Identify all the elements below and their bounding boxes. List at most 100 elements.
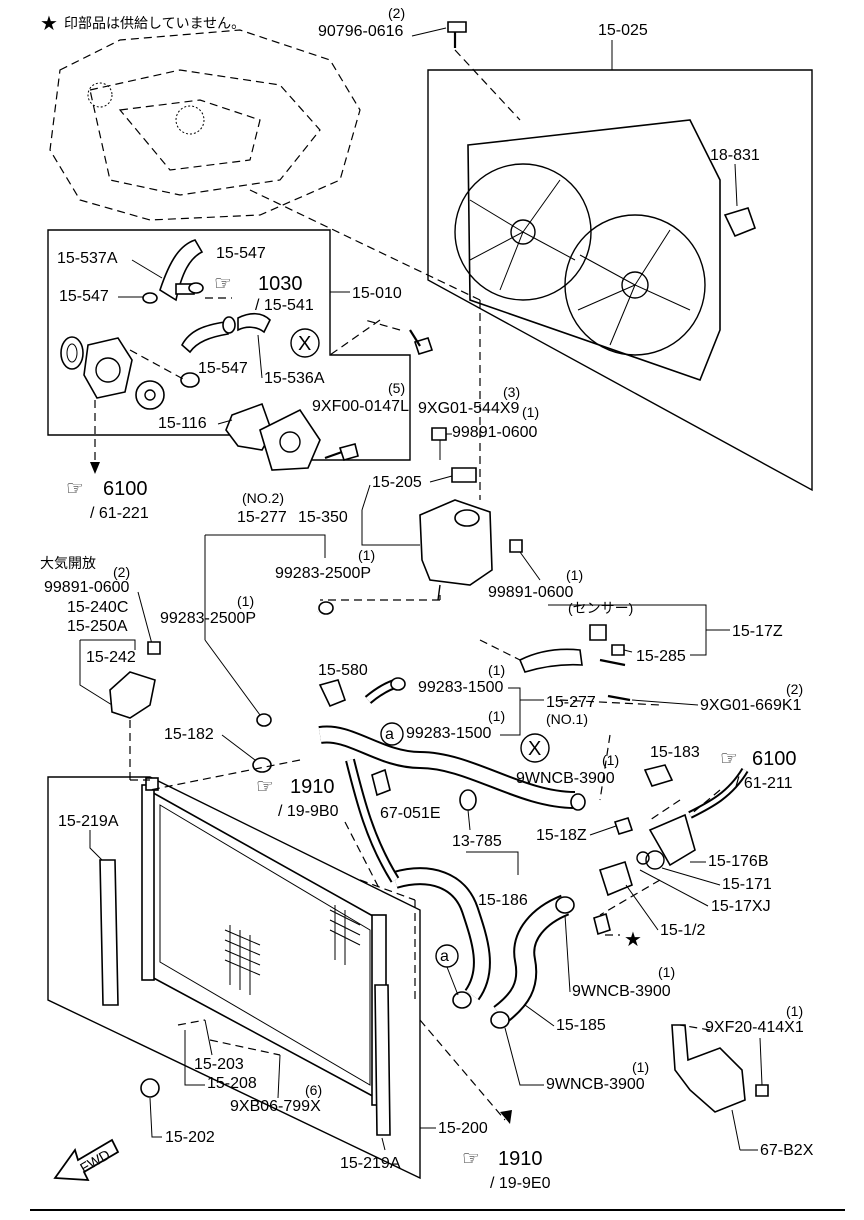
label-90796-0616: 90796-0616 bbox=[318, 23, 404, 40]
label-15-547-b: 15-547 bbox=[59, 288, 109, 305]
qty-99891-a: (1) bbox=[522, 404, 539, 420]
label-61-211: / 61-211 bbox=[735, 775, 793, 792]
label-99283-1500-b: 99283-1500 bbox=[406, 725, 492, 742]
star-icon: ★ bbox=[40, 13, 58, 35]
label-15-537A: 15-537A bbox=[57, 250, 118, 267]
label-9XF20-414X1: 9XF20-414X1 bbox=[705, 1019, 804, 1036]
qty-9WNCB-c: (1) bbox=[632, 1059, 649, 1075]
note-text: 印部品は供給していません。 bbox=[64, 15, 245, 31]
label-15-277-a: 15-277 bbox=[237, 509, 287, 526]
x-marker-2: X bbox=[528, 738, 541, 760]
label-15-219A-a: 15-219A bbox=[58, 813, 119, 830]
qty-9XB06: (6) bbox=[305, 1082, 322, 1098]
label-15-18Z: 15-18Z bbox=[536, 827, 587, 844]
fan-shroud-group bbox=[427, 69, 813, 492]
label-9WNCB-3900-a: 9WNCB-3900 bbox=[516, 770, 615, 787]
radiator-group bbox=[47, 776, 421, 1180]
qty-9WNCB-b: (1) bbox=[658, 964, 675, 980]
label-15-185: 15-185 bbox=[556, 1017, 606, 1034]
label-15-025: 15-025 bbox=[598, 22, 648, 39]
label-9XB06-799X: 9XB06-799X bbox=[230, 1098, 321, 1115]
label-9XG01-544X9: 9XG01-544X9 bbox=[418, 400, 520, 417]
label-15-536A: 15-536A bbox=[264, 370, 325, 387]
qty-99891-c: (1) bbox=[566, 567, 583, 583]
label-19-9B0: / 19-9B0 bbox=[278, 803, 339, 820]
label-99283-2500P-b: 99283-2500P bbox=[160, 610, 256, 627]
label-15-547-a: 15-547 bbox=[216, 245, 266, 262]
label-15-17Z: 15-17Z bbox=[732, 623, 783, 640]
label-99283-1500-a: 99283-1500 bbox=[418, 679, 504, 696]
label-15-580: 15-580 bbox=[318, 662, 368, 679]
a-marker-1: a bbox=[385, 726, 394, 743]
label-15-176B: 15-176B bbox=[708, 853, 769, 870]
qty-99891-b: (2) bbox=[113, 564, 130, 580]
reservoir-group bbox=[419, 467, 523, 601]
label-1030: 1030 bbox=[258, 273, 303, 295]
water-pump-group: X bbox=[47, 229, 434, 471]
qty-9XF00: (5) bbox=[388, 380, 405, 396]
label-9XG01-669K1: 9XG01-669K1 bbox=[700, 697, 802, 714]
label-15-116: 15-116 bbox=[158, 415, 207, 432]
qty-99283-b: (1) bbox=[237, 593, 254, 609]
label-99891-0600-c: 99891-0600 bbox=[488, 584, 574, 601]
label-15-1/2: 15-1/2 bbox=[660, 922, 705, 939]
pointer-hand-icon-3: ☞ bbox=[720, 748, 738, 770]
label-taiki: 大気開放 bbox=[40, 555, 96, 571]
label-15-277-b: 15-277 bbox=[546, 694, 596, 711]
label-15-250A: 15-250A bbox=[67, 618, 128, 635]
qty-9XF20: (1) bbox=[786, 1003, 803, 1019]
qty-90796: (2) bbox=[388, 5, 405, 21]
star-icon-2: ★ bbox=[624, 929, 642, 951]
label-15-17XJ: 15-17XJ bbox=[711, 898, 771, 915]
label-99891-0600-b: 99891-0600 bbox=[44, 579, 130, 596]
label-no2: (NO.2) bbox=[242, 490, 284, 506]
label-15-350: 15-350 bbox=[298, 509, 348, 526]
label-67-B2X: 67-B2X bbox=[760, 1142, 814, 1159]
label-9WNCB-3900-c: 9WNCB-3900 bbox=[546, 1076, 645, 1093]
label-1910-b: 1910 bbox=[498, 1148, 543, 1170]
qty-9XG01-669: (2) bbox=[786, 681, 803, 697]
label-15-183: 15-183 bbox=[650, 744, 700, 761]
label-6100-a: 6100 bbox=[103, 478, 148, 500]
pointer-hand-icon-4: ☞ bbox=[256, 776, 274, 798]
label-15-205: 15-205 bbox=[372, 474, 422, 491]
label-15-010: 15-010 bbox=[352, 285, 402, 302]
label-13-785: 13-785 bbox=[452, 833, 502, 850]
label-18-831: 18-831 bbox=[710, 147, 760, 164]
qty-99283-a: (1) bbox=[358, 547, 375, 563]
label-99283-2500P-a: 99283-2500P bbox=[275, 565, 371, 582]
engine-outline bbox=[49, 29, 361, 221]
label-15-171: 15-171 bbox=[722, 876, 772, 893]
label-15-285: 15-285 bbox=[636, 648, 686, 665]
label-15-240C: 15-240C bbox=[67, 599, 128, 616]
label-15-182: 15-182 bbox=[164, 726, 214, 743]
label-15-186: 15-186 bbox=[478, 892, 528, 909]
x-marker-1: X bbox=[298, 333, 311, 355]
label-15-541: / 15-541 bbox=[255, 297, 314, 314]
label-15-208: 15-208 bbox=[207, 1075, 257, 1092]
label-15-202: 15-202 bbox=[165, 1129, 215, 1146]
qty-9WNCB-a: (1) bbox=[602, 752, 619, 768]
label-67-051E: 67-051E bbox=[380, 805, 441, 822]
pointer-hand-icon-2: ☞ bbox=[66, 478, 84, 500]
qty-99283-c: (1) bbox=[488, 662, 505, 678]
a-marker-2: a bbox=[440, 948, 449, 965]
label-15-219A-b: 15-219A bbox=[340, 1155, 401, 1172]
connection-lines bbox=[129, 189, 721, 1056]
pointer-hand-icon-5: ☞ bbox=[462, 1148, 480, 1170]
label-15-200: 15-200 bbox=[438, 1120, 488, 1137]
label-61-221: / 61-221 bbox=[90, 505, 149, 522]
pointer-hand-icon-1: ☞ bbox=[214, 273, 232, 295]
label-9XF00-0147L: 9XF00-0147L bbox=[312, 398, 409, 415]
qty-9XG01-544: (3) bbox=[503, 384, 520, 400]
label-19-9E0: / 19-9E0 bbox=[490, 1175, 551, 1192]
label-15-242: 15-242 bbox=[86, 649, 136, 666]
label-no1: (NO.1) bbox=[546, 711, 588, 727]
label-15-203: 15-203 bbox=[194, 1056, 244, 1073]
label-1910-a: 1910 bbox=[290, 776, 335, 798]
label-99891-0600-a: 99891-0600 bbox=[452, 424, 538, 441]
label-9WNCB-3900-b: 9WNCB-3900 bbox=[572, 983, 671, 1000]
qty-99283-d: (1) bbox=[488, 708, 505, 724]
fwd-arrow-icon: FWD bbox=[53, 1138, 120, 1181]
